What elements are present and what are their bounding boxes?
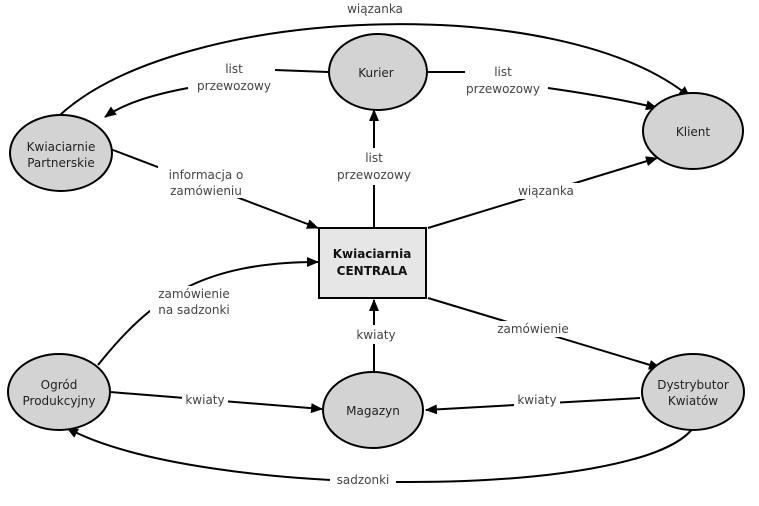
label-wiazanka-top: wiązanka [347, 2, 403, 16]
label-centrala-klient: wiązanka [518, 184, 574, 198]
edge-dystrybutor-ogrod [66, 427, 694, 483]
label-magazyn-centrala: kwiaty [356, 328, 395, 342]
edge-kurier-klient [428, 71, 657, 108]
label-partnerskie-centrala-2: zamówieniu [170, 184, 242, 198]
node-partnerskie-label-2: Partnerskie [27, 156, 95, 170]
node-kurier-label: Kurier [358, 66, 394, 80]
label-ogrod-centrala-1: zamówienie [158, 287, 230, 301]
node-partnerskie: Kwiaciarnie Partnerskie [9, 114, 113, 192]
label-ogrod-magazyn: kwiaty [185, 393, 224, 407]
label-kurier-klient-1: list [494, 65, 512, 79]
node-dystrybutor-label-2: Kwiatów [668, 394, 718, 408]
node-ogrod-label-2: Produkcyjny [23, 394, 96, 408]
label-kurier-klient-2: przewozowy [466, 82, 540, 96]
node-centrala: Kwiaciarnia CENTRALA [318, 227, 427, 299]
node-centrala-label-1: Kwiaciarnia [333, 247, 412, 261]
label-kurier-partnerskie-2: przewozowy [197, 79, 271, 93]
node-centrala-label-2: CENTRALA [337, 264, 408, 278]
label-dystrybutor-ogrod: sadzonki [337, 473, 390, 487]
node-dystrybutor: Dystrybutor Kwiatów [641, 353, 745, 431]
node-kurier: Kurier [328, 33, 428, 111]
label-centrala-kurier-1: list [365, 151, 383, 165]
label-centrala-dystrybutor: zamówienie [497, 322, 569, 336]
label-centrala-kurier-2: przewozowy [337, 168, 411, 182]
node-magazyn-label: Magazyn [346, 404, 400, 418]
node-dystrybutor-label-1: Dystrybutor [657, 378, 729, 392]
edge-label-partnerskie-klient: wiązanka [340, 2, 410, 16]
node-partnerskie-label-1: Kwiaciarnie [27, 140, 96, 154]
label-kurier-partnerskie-1: list [225, 62, 243, 76]
edge-partnerskie-klient [59, 23, 691, 116]
node-ogrod-label-1: Ogród [41, 378, 78, 392]
node-klient: Klient [642, 92, 744, 170]
label-partnerskie-centrala-1: informacja o [169, 168, 244, 182]
label-dystrybutor-magazyn: kwiaty [517, 393, 556, 407]
edge-kurier-partnerskie [105, 69, 329, 117]
node-ogrod: Ogród Produkcyjny [7, 353, 111, 431]
node-magazyn: Magazyn [322, 371, 424, 449]
node-klient-label: Klient [676, 125, 711, 139]
label-ogrod-centrala-2: na sadzonki [158, 303, 230, 317]
